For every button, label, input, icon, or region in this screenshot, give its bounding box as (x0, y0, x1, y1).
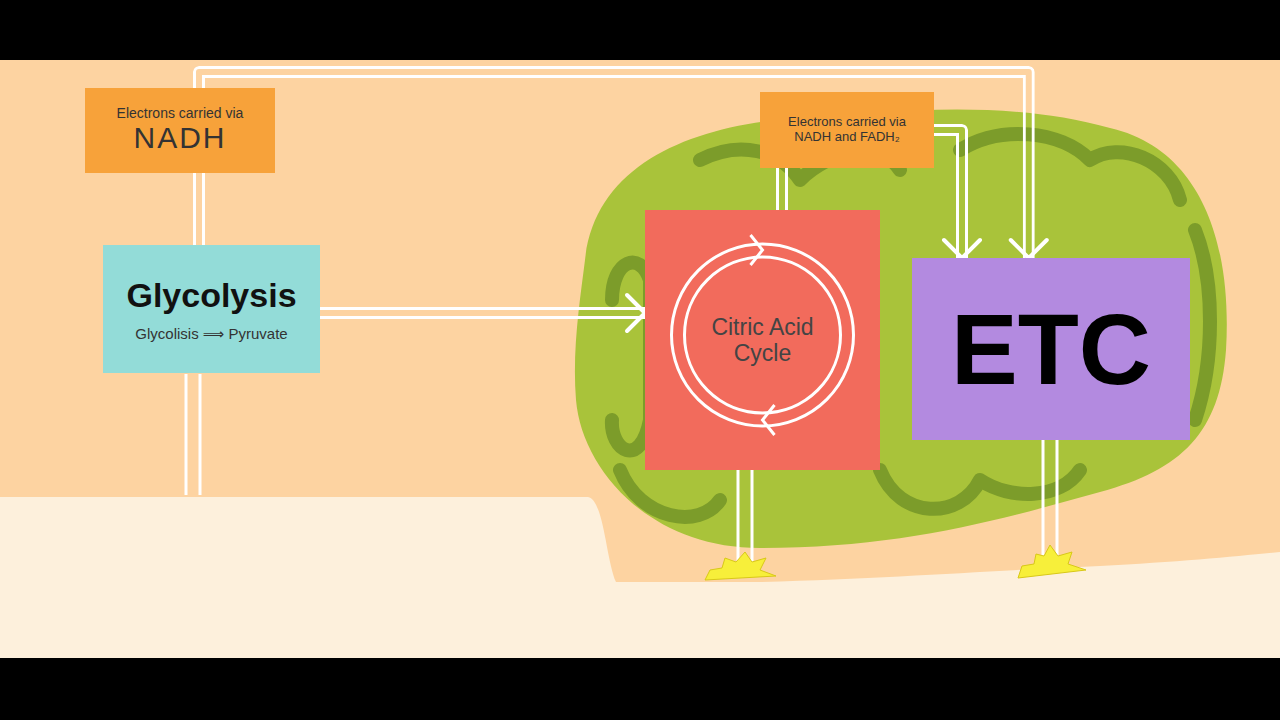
cycle-arrowhead (763, 405, 775, 435)
carrier-box: Electrons carried via NADH and FADH₂ (760, 92, 934, 168)
letterbox-top (0, 0, 1280, 60)
cristae (612, 134, 1210, 517)
crista (960, 134, 1180, 200)
crista (880, 470, 1080, 509)
arrowhead (627, 295, 645, 331)
etc-output-line (1043, 440, 1057, 558)
letterbox-bottom (0, 658, 1280, 720)
glycolysis-output-line (186, 374, 200, 495)
cycle-ring (672, 244, 854, 426)
arrowhead (1011, 240, 1047, 258)
mitochondrion (575, 110, 1227, 549)
node-title: Electrons carried via NADH and FADH₂ (768, 115, 926, 145)
flow-connector (934, 130, 980, 258)
cycle-output-line (738, 470, 752, 565)
connector-line (934, 130, 962, 258)
process-box: GlycolysisGlycolisis ⟹ Pyruvate (103, 245, 320, 373)
node-title: ETC (951, 292, 1151, 407)
connector-line (199, 72, 1029, 258)
atp-burst (1018, 545, 1086, 578)
connector-line (193, 173, 205, 245)
crista (620, 470, 720, 517)
atp-burst (705, 552, 776, 580)
node-subtitle: NADH (133, 121, 226, 156)
flow-connector (199, 72, 1047, 258)
ground (0, 497, 1280, 658)
flow-connector (199, 173, 200, 245)
node-title: Electrons carried via (117, 105, 244, 121)
carrier-box: Electrons carried viaNADH (85, 88, 275, 173)
crista (1195, 230, 1210, 420)
flow-connector (782, 168, 783, 210)
cycle-ring (685, 257, 841, 413)
node-title: Citric Acid Cycle (708, 314, 818, 367)
arrowhead (944, 240, 980, 258)
etc-box: ETC (912, 258, 1190, 440)
node-title: Glycolysis (126, 276, 296, 315)
cycle-arrowhead (751, 235, 763, 265)
connector-line (776, 168, 788, 210)
background (0, 60, 1280, 658)
connector-line (320, 307, 645, 319)
node-subtitle: Glycolisis ⟹ Pyruvate (135, 325, 287, 342)
cycle-box: Citric Acid Cycle (645, 210, 880, 470)
flow-connector (320, 295, 645, 331)
